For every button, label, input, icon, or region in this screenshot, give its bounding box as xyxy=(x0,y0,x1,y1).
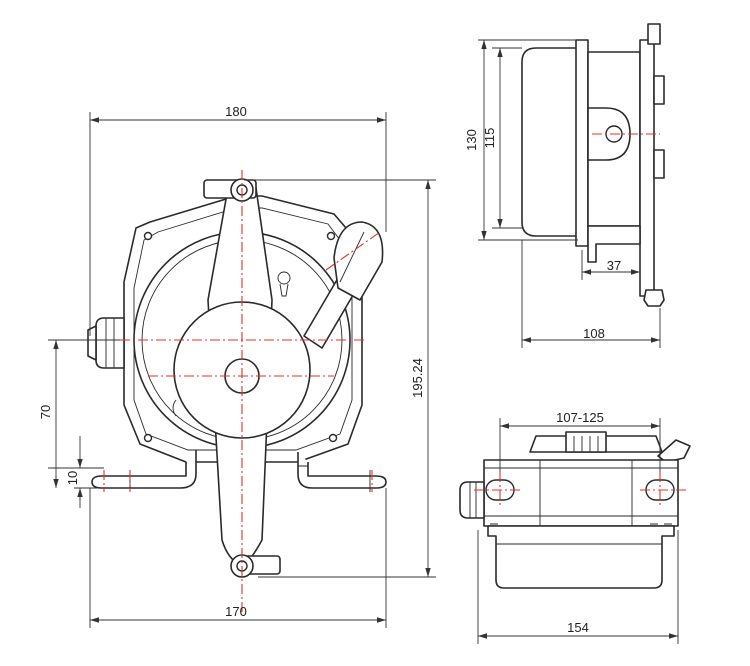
front-corner-screws xyxy=(143,231,338,443)
bottom-cable-gland xyxy=(459,481,485,519)
side-lever-tab-mid xyxy=(653,149,665,179)
foot-left xyxy=(91,450,197,489)
front-keyhole xyxy=(277,271,291,297)
bottom-dimensions: 107-125 154 xyxy=(477,410,679,644)
bottom-view xyxy=(459,431,691,589)
front-dimensions: 180 170 195.24 70 10 xyxy=(38,104,436,628)
front-housing-inner-rim xyxy=(133,207,353,451)
bottom-lower-cup xyxy=(487,525,675,589)
side-lever-tab-top xyxy=(653,75,665,105)
bottom-knob xyxy=(565,431,607,453)
screw-bottom-left xyxy=(143,433,153,443)
bottom-main-frame xyxy=(483,459,679,527)
side-foot-bracket xyxy=(587,225,641,263)
screw-top-right xyxy=(326,231,336,241)
front-side-mark xyxy=(172,399,177,417)
dim-front-offset-10: 10 xyxy=(65,471,80,485)
front-handle xyxy=(303,221,384,349)
side-housing-body xyxy=(521,47,579,237)
front-bottom-pivot xyxy=(230,554,281,578)
side-flange xyxy=(575,39,589,247)
dim-side-depth-37: 37 xyxy=(607,258,621,273)
side-view xyxy=(521,23,665,307)
dim-front-width-bottom: 170 xyxy=(225,604,247,619)
screw-top-left xyxy=(143,231,153,241)
screw-bottom-right xyxy=(328,433,338,443)
side-lever-top xyxy=(647,23,661,45)
side-dimensions: 130 115 37 108 xyxy=(464,39,661,348)
bottom-centerlines xyxy=(474,472,686,508)
front-top-pivot xyxy=(203,178,257,202)
dim-bottom-range: 107-125 xyxy=(556,410,604,425)
front-cable-gland xyxy=(87,317,125,369)
dim-side-height-130: 130 xyxy=(464,129,479,151)
side-lever-foot xyxy=(643,289,665,307)
dim-front-width-top: 180 xyxy=(225,104,247,119)
dim-side-depth-108: 108 xyxy=(583,326,605,341)
foot-right xyxy=(297,452,387,489)
front-view xyxy=(87,170,387,612)
dim-front-offset-70: 70 xyxy=(38,405,53,419)
dim-bottom-width: 154 xyxy=(567,620,589,635)
side-lever-plate-rect xyxy=(639,39,655,297)
dim-front-height: 195.24 xyxy=(410,358,425,398)
dim-side-height-115: 115 xyxy=(482,128,497,149)
bottom-handle xyxy=(657,439,691,463)
front-centerlines xyxy=(103,170,381,612)
side-lever-plate xyxy=(639,23,665,307)
